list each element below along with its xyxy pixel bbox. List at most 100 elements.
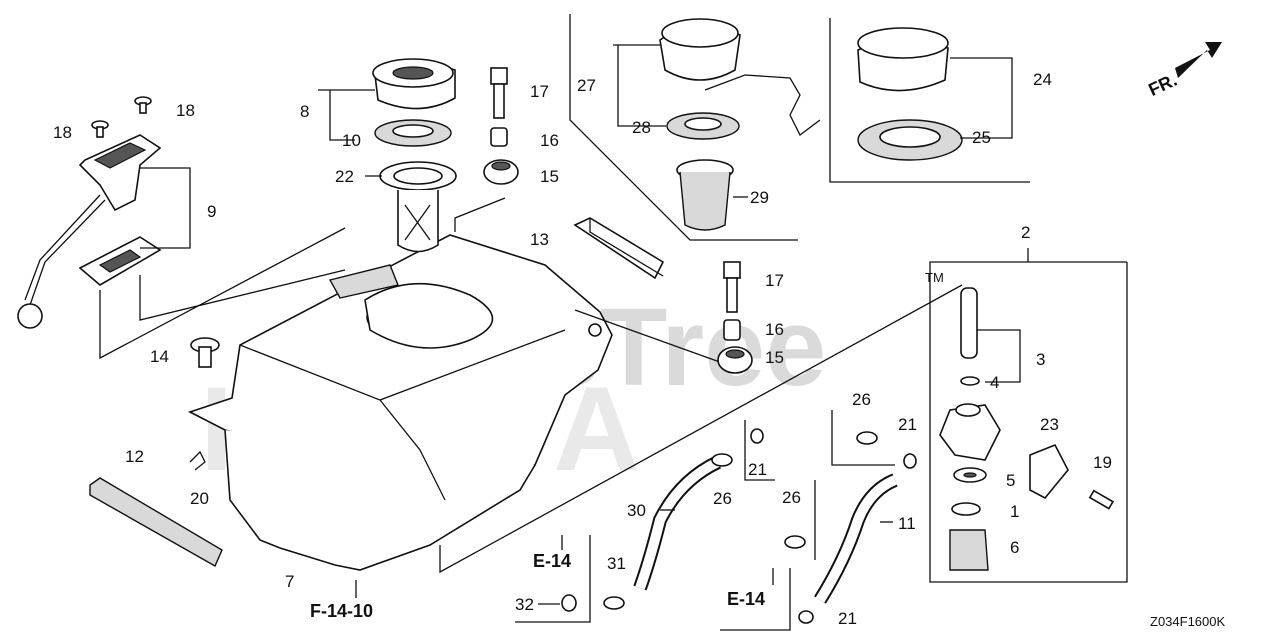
callout-31: 31	[607, 554, 626, 573]
svg-text:FR.: FR.	[1145, 70, 1180, 100]
bolt-17-top	[490, 67, 508, 119]
callout-16-top: 16	[540, 131, 559, 150]
leader-15-top	[454, 197, 506, 232]
fuel-cap-24	[857, 27, 949, 92]
clip-26-a	[856, 431, 878, 445]
gasket-25	[857, 119, 963, 161]
leader-9-gauge	[99, 227, 346, 360]
callout-11: 11	[898, 514, 916, 533]
callout-3: 3	[1036, 350, 1045, 369]
leader-15-tank	[574, 309, 743, 371]
leader-9-tank	[139, 269, 346, 321]
diagram-code: Z034F1600K	[1150, 614, 1225, 629]
callout-21-b: 21	[898, 415, 917, 434]
ref-f1410[interactable]: F-14-10	[310, 601, 373, 621]
callout-8: 8	[300, 102, 309, 121]
callout-26-c: 26	[782, 488, 801, 507]
fuel-gauge	[17, 134, 162, 329]
trademark-mark: TM	[925, 270, 944, 285]
strainer-3	[960, 287, 978, 359]
callout-29: 29	[750, 188, 769, 207]
callout-14: 14	[150, 347, 169, 366]
clip-32	[561, 594, 577, 612]
ref-e14-b[interactable]: E-14	[727, 589, 765, 609]
gasket-10	[374, 119, 452, 147]
callout-22: 22	[335, 167, 354, 186]
callout-19: 19	[1093, 453, 1112, 472]
fuel-cup-6	[949, 529, 989, 571]
callout-15-top: 15	[540, 167, 559, 186]
callout-32: 32	[515, 595, 534, 614]
rubber-15-mid	[717, 346, 753, 374]
screw-19	[1088, 489, 1114, 510]
callout-18-top: 18	[176, 101, 195, 120]
front-direction-arrow: FR.	[1145, 42, 1222, 100]
callout-6: 6	[1010, 538, 1019, 557]
callout-28: 28	[632, 118, 651, 137]
callout-2: 2	[1021, 223, 1030, 242]
collar-16-top	[490, 127, 508, 147]
fuel-tank	[187, 234, 613, 571]
screw-18-top	[134, 96, 152, 114]
callout-24: 24	[1033, 70, 1052, 89]
lever-23	[1029, 443, 1069, 500]
clip-20	[189, 450, 206, 471]
bracket-26-21	[744, 420, 775, 481]
bracket-e14-b	[720, 568, 791, 631]
callout-26-b: 26	[713, 489, 732, 508]
callout-15-mid: 15	[765, 348, 784, 367]
bolt-17-mid	[723, 261, 741, 313]
callout-25: 25	[972, 128, 991, 147]
callout-21-a: 21	[748, 460, 767, 479]
leader-2-tank	[439, 284, 963, 574]
ref-e14-a[interactable]: E-14	[533, 551, 571, 571]
bracket-26-21-b	[831, 410, 895, 466]
leader-24-25	[950, 57, 1013, 139]
fuel-tube-30	[633, 455, 722, 591]
callout-17-top: 17	[530, 82, 549, 101]
leader-3-4	[977, 329, 1021, 383]
callout-16-mid: 16	[765, 320, 784, 339]
callout-20: 20	[190, 489, 209, 508]
fuel-strainer-22	[379, 161, 457, 253]
leader-27-28	[617, 45, 666, 127]
leader-9	[140, 167, 191, 249]
callout-5: 5	[1006, 471, 1015, 490]
packing-5	[953, 467, 987, 483]
tank-rubber-13	[573, 217, 665, 280]
callout-17-mid: 17	[765, 271, 784, 290]
bracket-24-25	[829, 18, 1030, 183]
callout-30: 30	[627, 501, 646, 520]
clip-31	[603, 596, 625, 610]
callout-27: 27	[577, 76, 596, 95]
clip-26-c	[784, 535, 806, 549]
tank-rubber-12	[89, 477, 223, 567]
callout-12: 12	[125, 447, 144, 466]
clip-26-b	[711, 453, 733, 467]
callout-18-left: 18	[53, 123, 72, 142]
callout-26-a: 26	[852, 390, 871, 409]
gasket-28	[666, 112, 740, 140]
filler-cap-8	[372, 58, 456, 110]
callout-10: 10	[342, 131, 361, 150]
fuel-cap-27	[659, 18, 821, 136]
bracket-27-29	[569, 14, 798, 241]
callout-4: 4	[990, 373, 999, 392]
collar-16-mid	[723, 319, 741, 341]
clip-21-c	[798, 610, 814, 624]
leader-8-10	[318, 89, 355, 141]
bracket-fuel-valve	[929, 261, 1128, 583]
fuel-valve-body	[939, 403, 1001, 461]
clip-21-a	[750, 428, 764, 444]
o-ring-1	[951, 502, 981, 516]
o-ring-4	[960, 376, 980, 386]
clip-21-b	[903, 453, 917, 469]
bracket-e14-a	[515, 535, 591, 623]
callout-9: 9	[207, 202, 216, 221]
callout-13: 13	[530, 230, 549, 249]
callout-1: 1	[1010, 502, 1019, 521]
rubber-15-top	[483, 159, 519, 185]
screw-18-left	[91, 120, 109, 138]
